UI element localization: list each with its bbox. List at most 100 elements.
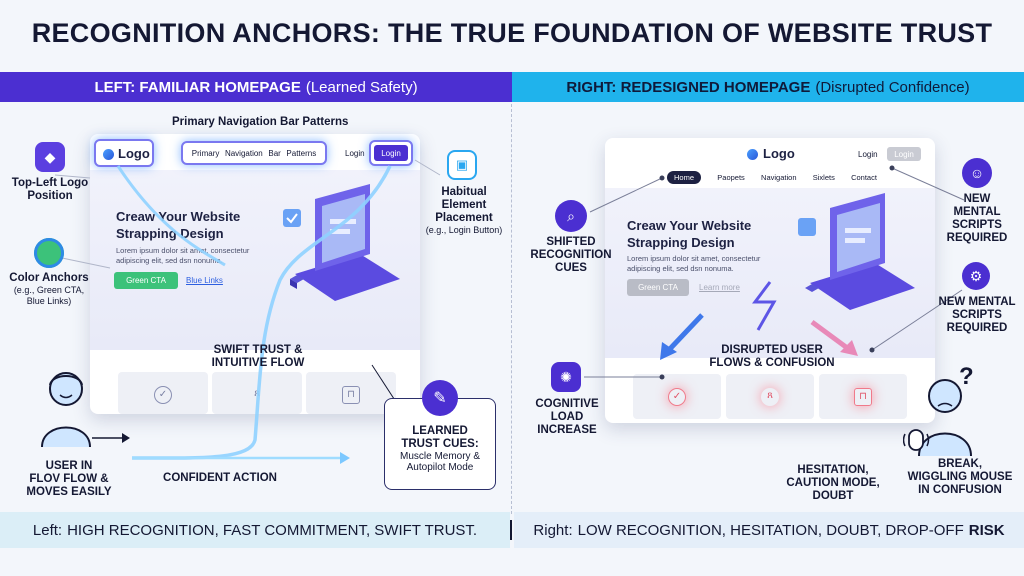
feature-card-right-3: ⊓ (819, 374, 907, 419)
label-new-scripts-b: NEW MENTAL SCRIPTS REQUIRED (930, 296, 1024, 335)
left-section-header: LEFT: FAMILIAR HOMEPAGE (Learned Safety) (0, 72, 512, 102)
cognitive-line1: COGNITIVE (535, 398, 599, 410)
nav-item-paopets[interactable]: Paopets (717, 172, 745, 182)
laptop-illustration-right (798, 193, 915, 310)
left-summary-bar: Left: HIGH RECOGNITION, FAST COMMITMENT,… (0, 512, 510, 548)
label-cognitive-load: COGNITIVE LOAD INCREASE (522, 398, 612, 437)
muted-link[interactable]: Learn more (699, 283, 740, 292)
right-header-light: (Disrupted Confidence) (815, 78, 970, 96)
scripts-b-line2: SCRIPTS (952, 309, 1002, 321)
muted-cta-button[interactable]: Green CTA (627, 279, 689, 296)
disrupted-flow-arrows (584, 165, 965, 380)
feature-card-right-1: ✓ (633, 374, 721, 419)
right-section-header: RIGHT: REDESIGNED HOMEPAGE (Disrupted Co… (512, 72, 1024, 102)
scripts-b-line1: NEW MENTAL (938, 296, 1016, 308)
hesitation-line3: DOUBT (812, 490, 854, 502)
center-divider (511, 104, 512, 514)
cognitive-line3: INCREASE (537, 424, 597, 436)
login-text-link-right[interactable]: Login (858, 150, 878, 159)
nav-item-navigation-right[interactable]: Navigation (761, 172, 797, 182)
lock-icon: ⊓ (342, 386, 360, 404)
hesitation-line2: CAUTION MODE, (786, 477, 880, 489)
break-line2: WIGGLING MOUSE (907, 471, 1013, 483)
user-flow-line1: USER IN (45, 460, 93, 472)
logo-text: Logo (118, 146, 150, 161)
confused-user-icon: ? (903, 363, 974, 457)
left-summary-prefix: Left: (32, 521, 63, 539)
habitual-sub: (e.g., Login Button) (425, 225, 503, 235)
nav-item-primary[interactable]: Primary (191, 148, 220, 158)
hero-body-text-right: Lorem ipsum dolor sit amet, consectetur … (627, 254, 761, 273)
right-summary-bar: Right: LOW RECOGNITION, HESITATION, DOUB… (514, 512, 1024, 548)
logo-icon (103, 149, 114, 160)
gear-icon: ⚙ (962, 262, 990, 290)
nav-item-sixlets[interactable]: Sixlets (812, 172, 835, 182)
label-shifted-cues: SHIFTED RECOGNITION CUES (522, 236, 620, 275)
user-flow-line3: MOVES EASILY (26, 486, 112, 498)
users-icon-right: ጸ (761, 388, 779, 406)
green-cta-button[interactable]: Green CTA (114, 272, 178, 289)
cognitive-line2: LOAD (550, 411, 584, 423)
label-habitual-placement: Habitual Element Placement (e.g., Login … (414, 186, 514, 236)
learned-sub1: Muscle Memory & (399, 451, 480, 462)
nav-item-navigation[interactable]: Navigation (224, 148, 263, 158)
right-summary-emph: RISK (968, 521, 1005, 539)
left-header-light: (Learned Safety) (305, 78, 418, 96)
label-user-flow: USER IN FLOV FLOW & MOVES EASILY (24, 460, 114, 499)
check-icon: ✓ (154, 386, 172, 404)
login-text-link[interactable]: Login (345, 149, 365, 158)
nav-patterns-heading: Primary Navigation Bar Patterns (172, 116, 349, 128)
page-title: RECOGNITION ANCHORS: THE TRUE FOUNDATION… (31, 18, 993, 48)
label-disrupted-flows: DISRUPTED USER FLOWS & CONFUSION (692, 344, 852, 370)
hero-title-line1-right: Creaw Your Website (627, 218, 752, 233)
logo-text-right: Logo (763, 146, 795, 161)
break-line1: BREAK, (937, 458, 983, 470)
right-summary-text: LOW RECOGNITION, HESITATION, DOUBT, DROP… (577, 521, 964, 539)
nav-item-contact[interactable]: Contact (851, 172, 877, 182)
disrupted-line2: FLOWS & CONFUSION (709, 357, 835, 369)
habitual-line3: Placement (435, 212, 493, 224)
brain-icon: ✎ (422, 380, 458, 416)
scripts-a-line3: SCRIPTS (952, 219, 1002, 231)
blue-link[interactable]: Blue Links (186, 276, 223, 285)
scripts-b-line3: REQUIRED (946, 322, 1008, 334)
check-icon-right: ✓ (668, 388, 686, 406)
swift-line1: SWIFT TRUST & (213, 344, 303, 356)
shifted-line3: CUES (555, 262, 587, 274)
hero-body-text: Lorem ipsum dolor sit amet, consectetur … (116, 246, 250, 265)
hesitation-line1: HESITATION, (797, 464, 869, 476)
hero-title-line2-right: Strapping Design (627, 235, 735, 250)
head-gears-icon: ☺ (962, 158, 992, 188)
left-summary-text: HIGH RECOGNITION, FAST COMMITMENT, SWIFT… (67, 521, 478, 539)
color-anchor-icon (34, 238, 64, 268)
browser-window-icon: ▣ (447, 150, 477, 180)
nav-item-patterns[interactable]: Patterns (286, 148, 317, 158)
lock-icon-right: ⊓ (854, 388, 872, 406)
login-button-right[interactable]: Login (887, 147, 921, 161)
label-new-scripts-a: NEW MENTAL SCRIPTS REQUIRED (930, 193, 1024, 245)
nav-item-bar[interactable]: Bar (268, 148, 281, 158)
feature-card-1: ✓ (118, 372, 208, 414)
user-flow-line2: FLOV FLOW & (29, 473, 109, 485)
logo-highlight[interactable]: Logo (94, 139, 154, 167)
svg-text:?: ? (959, 363, 974, 390)
learned-sub2: Autopilot Mode (406, 462, 474, 473)
logo-position-icon: ◆ (35, 142, 65, 172)
relaxed-user-icon (41, 372, 91, 448)
swift-flow-lines (54, 159, 441, 464)
summary-separator (510, 520, 512, 540)
logo-icon-right (747, 149, 758, 160)
login-button[interactable]: Login (374, 145, 408, 161)
nav-item-home[interactable]: Home (667, 170, 702, 184)
swift-line2: INTUITIVE FLOW (211, 357, 305, 369)
redesigned-nav-bar: Home Paopets Navigation Sixlets Contact (667, 169, 877, 185)
search-icon: ⌕ (555, 200, 587, 232)
shifted-line1: SHIFTED (546, 236, 596, 248)
right-header-strong: RIGHT: REDESIGNED HOMEPAGE (566, 78, 811, 96)
hero-title-line2: Strapping Design (116, 226, 224, 241)
scripts-a-line4: REQUIRED (946, 232, 1008, 244)
scripts-a-line2: MENTAL (953, 206, 1001, 218)
habitual-line1: Habitual (441, 186, 487, 198)
learned-line1: LEARNED (412, 425, 468, 437)
label-top-left-logo: Top-Left Logo Position (11, 177, 89, 202)
